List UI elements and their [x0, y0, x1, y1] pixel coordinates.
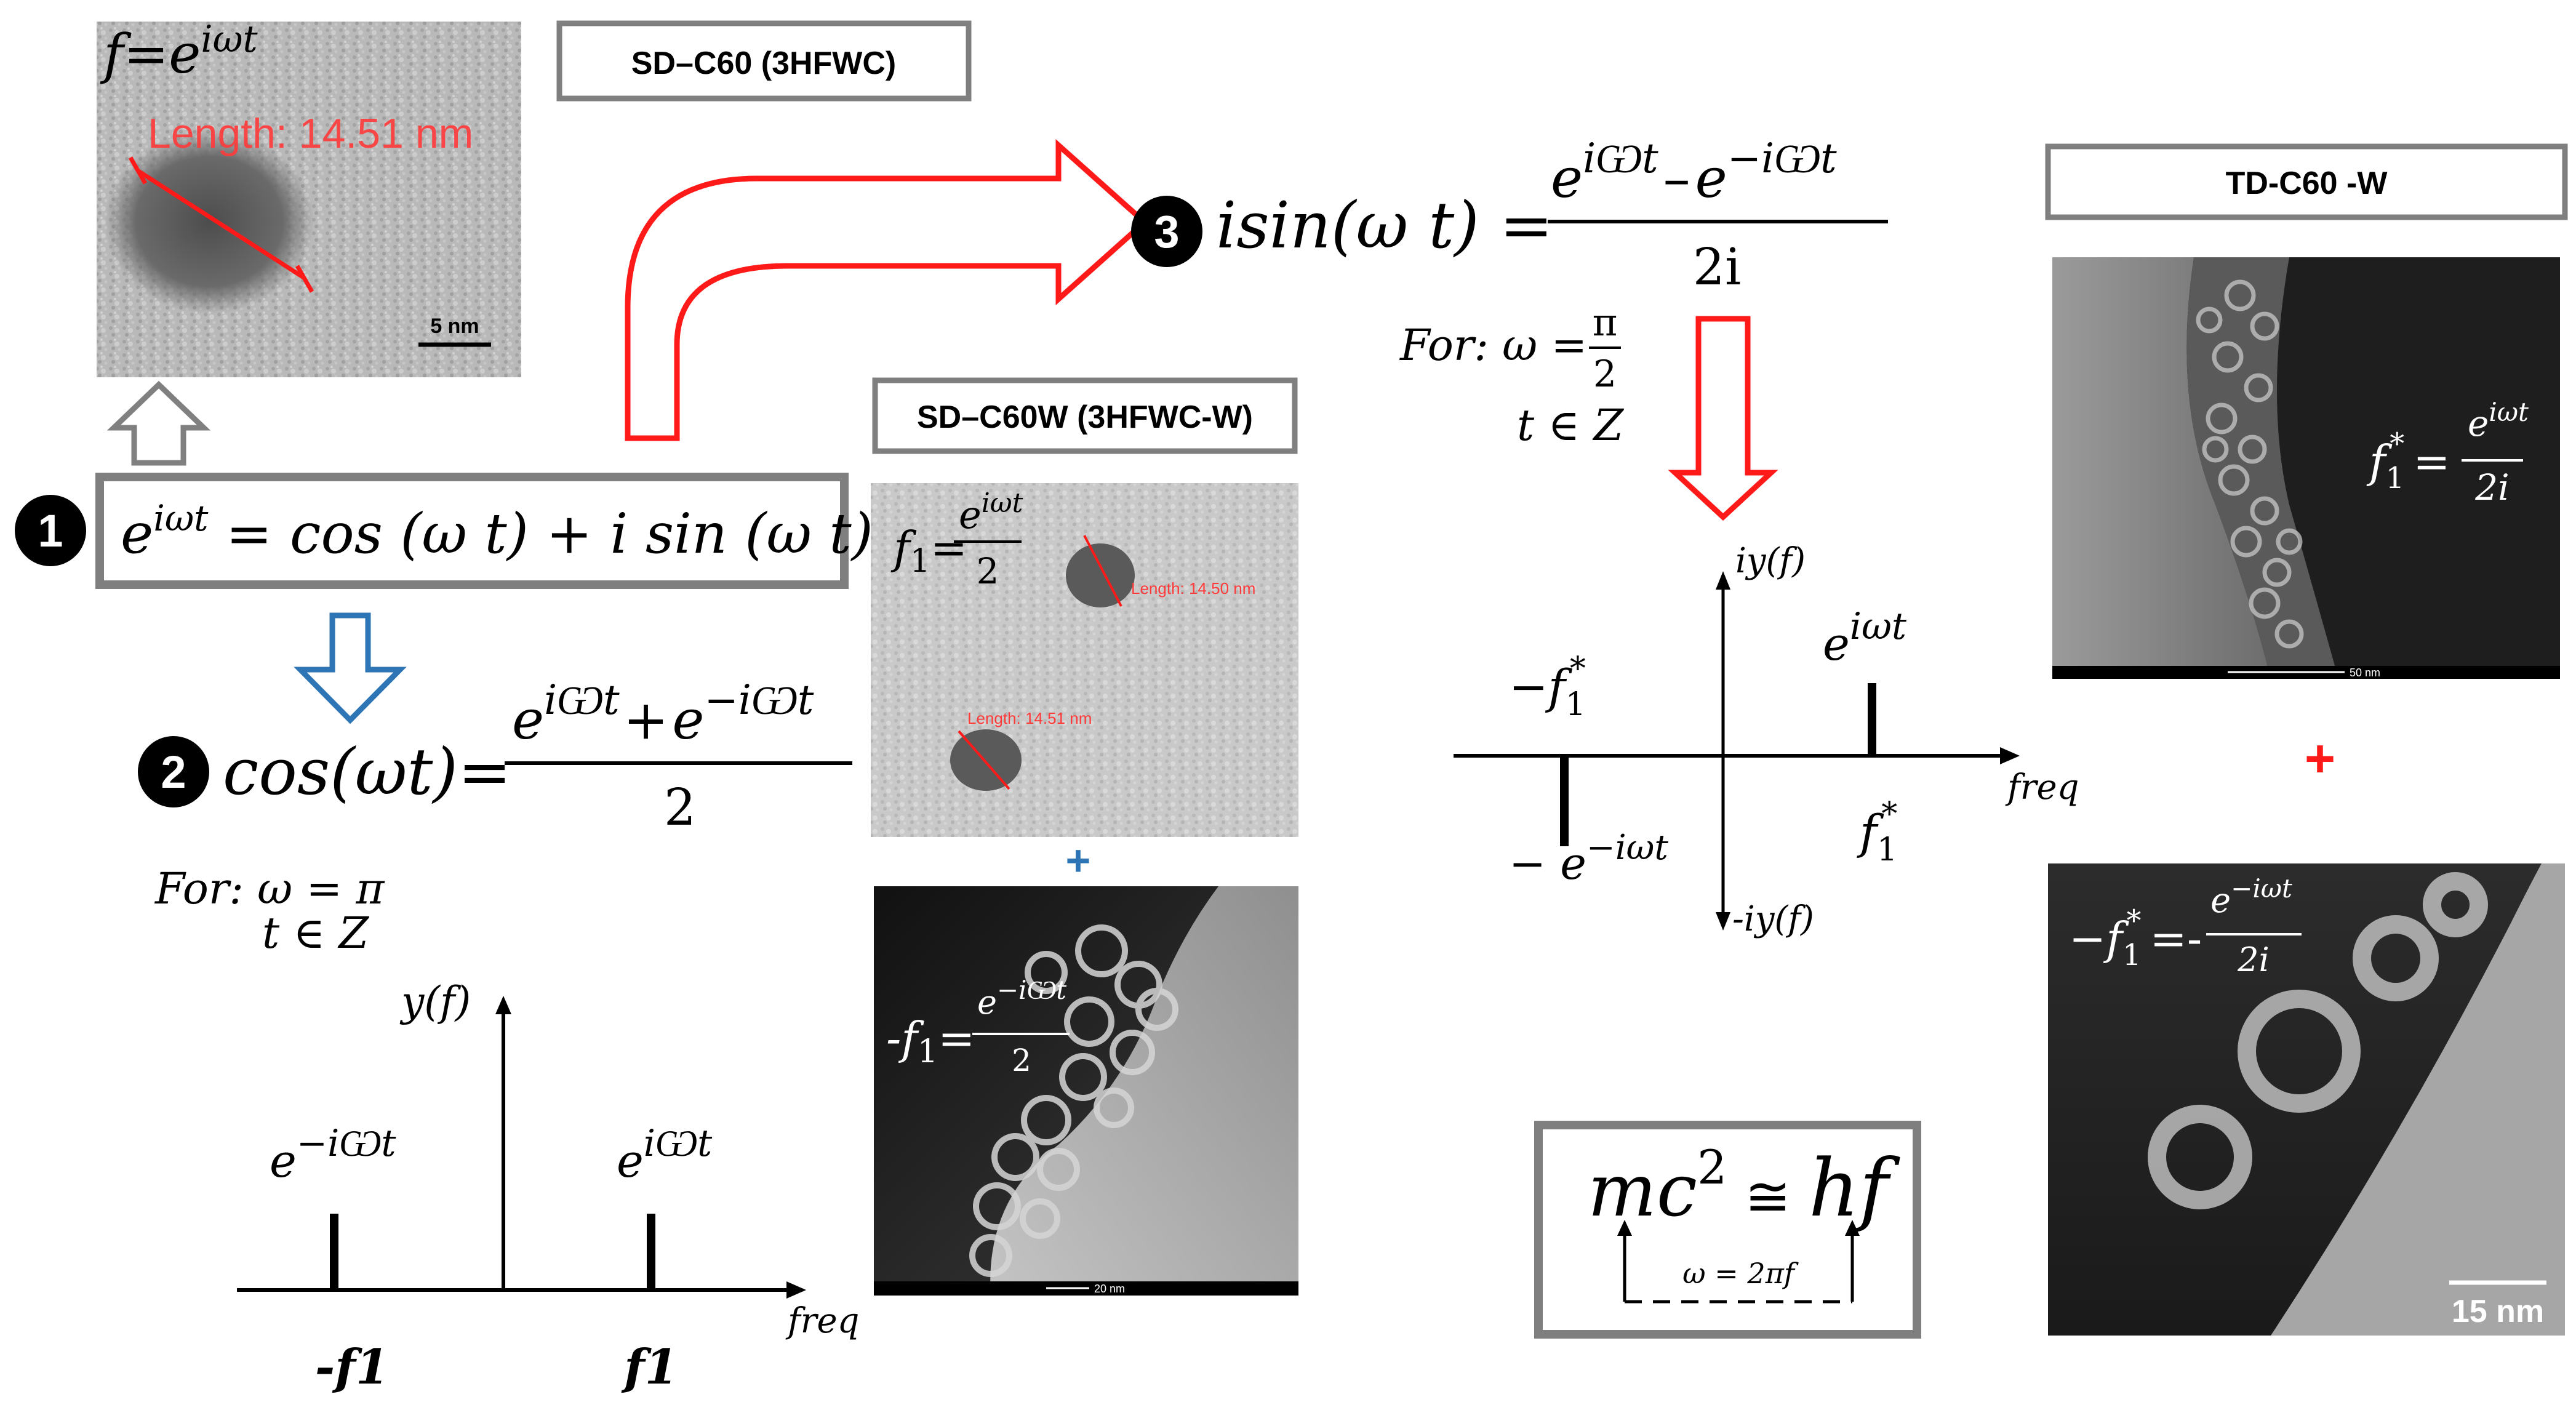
cos-lhs: cos(ωt)= — [223, 734, 511, 809]
plus-sign-blue: + — [1066, 836, 1091, 884]
svg-text:2: 2 — [1012, 1043, 1031, 1078]
micrograph-td-bottom: −f1*=- e−iωt 2i 15 nm — [2048, 863, 2565, 1336]
omega-link-label: ω = 2πf — [1682, 1257, 1799, 1290]
cos-spectrum-plot: y(f) freq e−iѠt eiѠt -f1 f1 — [237, 978, 859, 1395]
svg-text:SD–C60 (3HFWC): SD–C60 (3HFWC) — [631, 46, 897, 81]
right-bottom-label: f1* — [1857, 796, 1897, 868]
right-line-label: eiѠt — [617, 1122, 713, 1188]
left-bottom-label: − e−iωt — [1509, 828, 1668, 889]
micrograph-sd-w-top: Length: 14.50 nm Length: 14.51 nm f1= ei… — [871, 483, 1298, 837]
svg-text:eiωt: eiωt — [2468, 397, 2529, 444]
svg-text:π: π — [1593, 300, 1618, 345]
step-number-badge — [15, 495, 86, 566]
x-axis-arrowhead — [786, 1281, 806, 1299]
micrograph-sd-w-bottom: -f1= e−iѠt 2 20 nm — [874, 886, 1298, 1296]
measurement-label: Length: 14.50 nm — [1131, 579, 1255, 598]
arrow-down-red — [1668, 316, 1778, 521]
scale-bar-label: 5 nm — [430, 314, 479, 338]
svg-text:TD-C60 -W: TD-C60 -W — [2226, 166, 2388, 201]
euler-formula: eiωt = cos (ω t) + i sin (ω t) — [121, 497, 873, 566]
cos-numerator: eiѠt+e−iѠt — [512, 676, 814, 751]
label-td-c60w: TD-C60 -W — [2045, 143, 2568, 220]
mass-energy-formula: mc2 ≅ hf — [1588, 1140, 1900, 1235]
step-number-badge — [1131, 196, 1202, 267]
measurement-label: Length: 14.51 nm — [967, 709, 1092, 727]
svg-text:3: 3 — [1154, 206, 1179, 257]
tick-label-positive: f1 — [621, 1339, 678, 1395]
scale-bar-label: 50 nm — [2350, 667, 2380, 679]
step-one: 1 eiωt = cos (ω t) + i sin (ω t) — [15, 473, 873, 589]
micrograph-td-top: f1*= eiωt 2i 50 nm — [2052, 257, 2560, 679]
svg-text:SD–C60W (3HFWC-W): SD–C60W (3HFWC-W) — [917, 399, 1253, 435]
step-three: 3 isin(ω t) = eiѠt–e−iѠt 2i For: ω = π 2… — [1131, 135, 1888, 451]
label-sd-c60: SD–C60 (3HFWC) — [556, 20, 972, 102]
nanotube-cluster — [2196, 279, 2304, 649]
sin-denominator: 2i — [1693, 238, 1741, 297]
sin-spectrum-plot: iy(f) -iy(f) freq −f1* − e−iωt eiωt f1* — [1454, 541, 2079, 939]
y-axis-label: y(f) — [399, 978, 471, 1025]
x-axis-arrowhead — [2000, 747, 2020, 764]
arrow-red-bend — [625, 138, 1149, 441]
step-number-badge — [138, 736, 209, 807]
y-axis-label-positive: iy(f) — [1735, 541, 1806, 581]
euler-formula-box — [95, 473, 849, 589]
measurement-line — [137, 169, 306, 280]
cos-denominator: 2 — [664, 779, 696, 837]
arrow-up-gray — [106, 380, 211, 466]
svg-text:1: 1 — [38, 505, 63, 556]
micrograph-formula: f1= — [890, 522, 967, 580]
nanotube-loops — [969, 924, 1178, 1277]
tick-label-negative: -f1 — [315, 1339, 389, 1395]
svg-text:e−iωt: e−iωt — [2210, 873, 2292, 921]
micrograph-formula: f=eiωt — [100, 18, 258, 86]
y-axis-arrowhead-up — [1716, 571, 1730, 590]
step-two: 2 cos(ωt)= eiѠt+e−iѠt 2 For: ω = π t ∈ Z — [138, 676, 852, 958]
y-axis-arrowhead-down — [1716, 912, 1730, 931]
plus-sign-red: + — [2305, 729, 2335, 788]
x-axis-label: freq — [785, 1301, 859, 1341]
x-axis-label: freq — [2005, 767, 2079, 807]
sin-lhs: isin(ω t) = — [1216, 188, 1553, 263]
sin-numerator: eiѠt–e−iѠt — [1551, 135, 1837, 210]
svg-text:2: 2 — [161, 747, 186, 798]
micrograph-top-left: Length: 14.51 nm f=eiωt 5 nm — [97, 18, 521, 377]
micrograph-formula: −f1*=- — [2069, 903, 2202, 972]
right-top-label: eiωt — [1823, 605, 1907, 671]
y-axis-arrowhead — [495, 996, 511, 1014]
nanoparticle — [1066, 543, 1135, 607]
condition-omega: For: ω = — [1399, 320, 1587, 371]
left-top-label: −f1* — [1509, 651, 1586, 723]
svg-text:2i: 2i — [2474, 467, 2509, 508]
scale-bar-label: 15 nm — [2452, 1294, 2544, 1329]
measurement-label: Length: 14.51 nm — [148, 110, 473, 157]
svg-text:2i: 2i — [2237, 940, 2270, 979]
label-sd-c60w: SD–C60W (3HFWC-W) — [872, 377, 1298, 454]
left-line-label: e−iѠt — [270, 1122, 396, 1188]
condition-t: t ∈ Z — [1517, 400, 1624, 451]
mass-energy-box: mc2 ≅ hf ω = 2πf — [1534, 1121, 1921, 1339]
svg-text:eiωt: eiωt — [959, 487, 1023, 537]
y-axis-label-negative: -iy(f) — [1732, 899, 1814, 939]
scale-bar-label: 20 nm — [1094, 1283, 1125, 1295]
condition-omega: For: ω = π — [154, 863, 385, 914]
svg-text:2: 2 — [1593, 353, 1617, 396]
condition-t: t ∈ Z — [262, 908, 369, 958]
measurement-cap — [128, 156, 148, 185]
nanoparticle — [950, 729, 1022, 791]
nanotube-rings — [2148, 872, 2488, 1209]
measurement-cap — [295, 265, 314, 293]
svg-text:2: 2 — [977, 550, 999, 592]
nanoparticle — [105, 129, 314, 314]
svg-text:e−iѠt: e−iѠt — [977, 975, 1066, 1022]
micrograph-formula: f1*= — [2366, 427, 2450, 495]
arrow-down-blue — [294, 612, 407, 724]
